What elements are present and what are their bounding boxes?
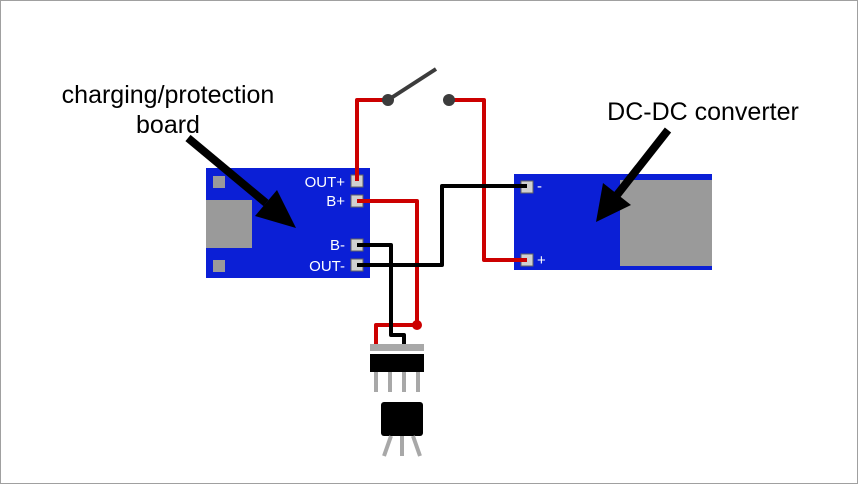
usb-port: [206, 200, 252, 248]
arrow-charging-head: [255, 190, 296, 228]
component-body: [381, 402, 423, 436]
switch-contact-left: [382, 94, 394, 106]
arrow-dcdc-head: [596, 183, 631, 222]
connector-pins-top: [370, 344, 424, 351]
wires: [355, 98, 527, 345]
label-out-minus: OUT-: [309, 258, 345, 275]
junction-dot: [412, 320, 422, 330]
wire-red-switch-conv-plus: [449, 98, 527, 262]
wire-red-bplus-connector: [357, 199, 419, 325]
component-legs: [382, 435, 422, 457]
wire-black-bminus-connector: [357, 243, 406, 345]
connector-header: [370, 354, 424, 372]
to92-component: [381, 402, 423, 457]
arrow-dcdc-shaft: [613, 127, 672, 198]
dcdc-usb-port: [620, 180, 712, 266]
label-b-plus: B+: [326, 193, 345, 210]
label-conv-plus: +: [537, 252, 546, 269]
arrow-charging-shaft: [185, 134, 269, 207]
label-out-plus: OUT+: [305, 174, 346, 191]
wire-black-outminus-conv-minus: [357, 184, 527, 267]
wire-red-connector-pin: [374, 323, 417, 345]
charging-label-line1: charging/protection: [62, 81, 275, 109]
connector-pins: [374, 372, 420, 392]
mounting-pad: [213, 260, 225, 272]
wire-red-outplus-switch: [355, 98, 387, 181]
label-b-minus: B-: [330, 237, 345, 254]
dcdc-converter: - +: [514, 174, 712, 270]
dcdc-label: DC-DC converter: [607, 98, 799, 126]
switch-lever: [386, 67, 438, 102]
mounting-pad: [213, 176, 225, 188]
switch-contact-right: [443, 94, 455, 106]
charging-label-line2: board: [136, 111, 200, 139]
power-switch: [382, 67, 455, 106]
battery-connector: [370, 344, 424, 392]
label-conv-minus: -: [537, 178, 542, 195]
callout-arrows: [185, 127, 672, 228]
